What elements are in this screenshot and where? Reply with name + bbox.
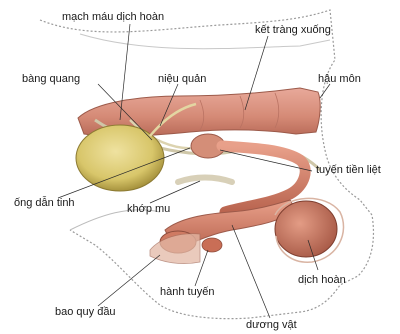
label-penis: dương vật: [246, 319, 297, 331]
label-ureter: niệu quản: [158, 73, 206, 85]
leader-anus: [320, 84, 330, 98]
label-pubic-symphysis: khớp mu: [127, 203, 170, 215]
label-vas-deferens: ống dẫn tinh: [14, 197, 75, 209]
back-line: [80, 34, 330, 49]
label-bulbourethral-gland: hành tuyến: [160, 286, 214, 298]
label-prepuce: bao quy đầu: [55, 306, 116, 318]
leader-penis: [232, 225, 270, 318]
leader-pubic-symphysis: [150, 181, 200, 203]
leader-prepuce: [98, 255, 160, 306]
label-prostate: tuyến tiền liệt: [316, 164, 381, 176]
label-testicular-vessels: mạch máu dịch hoàn: [62, 11, 164, 23]
label-anus: hậu môn: [318, 73, 361, 85]
label-bladder: bàng quang: [22, 73, 80, 85]
bulbourethral-gland: [202, 238, 222, 252]
label-descending-colon: kết tràng xuống: [255, 24, 331, 36]
prepuce-sheath: [150, 234, 200, 264]
urethra: [222, 146, 305, 212]
testis: [275, 201, 337, 257]
pubic-symphysis: [178, 178, 232, 183]
label-testis: dịch hoàn: [298, 274, 346, 286]
